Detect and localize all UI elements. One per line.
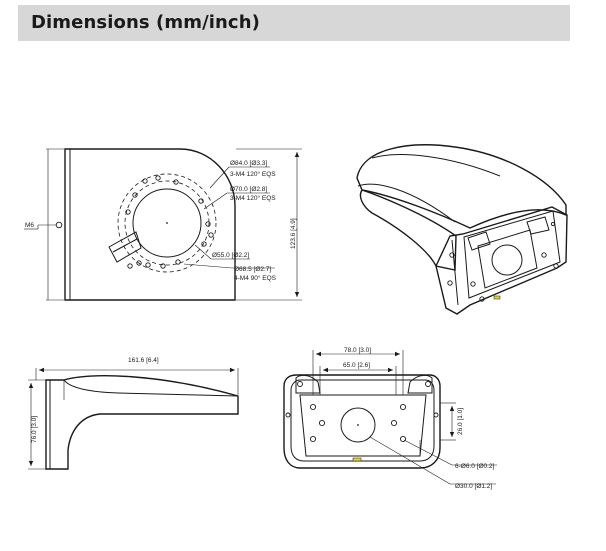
dim-label-3m4-120-b: 3-M4 120° EQS (230, 194, 276, 202)
dim-label-3m4-120-a: 3-M4 120° EQS (230, 170, 276, 178)
top-view-drawing (24, 148, 302, 301)
dim-label-height-26: 26.0 [1.0] (457, 408, 464, 435)
dim-label-4m4-90: 4-M4 90° EQS (234, 274, 277, 282)
dim-label-height-76: 76.0 [3.0] (31, 416, 38, 443)
dim-label-d55: Ø55.0 [Ø2.2] (212, 252, 249, 259)
m4-hole-markers (125, 175, 214, 269)
dim-label-d30: Ø30.0 [Ø1.2] (455, 483, 492, 490)
section-title: Dimensions (mm/inch) (31, 12, 260, 33)
dim-label-height-123: 123.6 [4.9] (290, 218, 297, 249)
dim-label-6-holes: 6-Ø6.0 [Ø0.2] (455, 463, 495, 470)
rear-view-drawing (283, 350, 497, 485)
isometric-view-drawing (356, 144, 568, 315)
dim-label-d84: Ø84.0 [Ø3.3] (230, 160, 267, 167)
section-header: Dimensions (mm/inch) (18, 5, 570, 41)
side-view-drawing (28, 367, 239, 470)
dim-label-width-65: 65.0 [2.6] (343, 362, 370, 369)
dim-label-d68: Ø68.5 [Ø2.7] (234, 266, 271, 273)
dim-label-d70: Ø70.0 [Ø2.8] (230, 186, 267, 193)
dim-label-length-161: 161.6 [6.4] (128, 357, 159, 364)
dim-label-m6: M6 (25, 222, 34, 229)
dim-label-width-78: 78.0 [3.0] (344, 347, 371, 354)
